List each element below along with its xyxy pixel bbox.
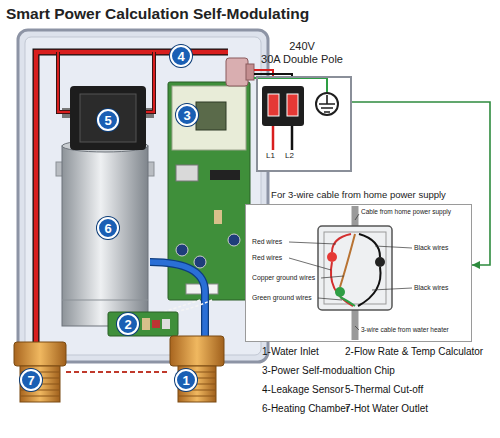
breaker-switch — [262, 86, 304, 126]
callout-text: 7 — [27, 374, 34, 387]
legend-item: 2-Flow Rate & Temp Calculator — [345, 346, 483, 358]
part-label: L2 — [285, 151, 294, 160]
legend-item: 4-Leakage Sensor — [262, 384, 344, 396]
part-label: Copper ground wires — [252, 274, 315, 282]
junction-box — [318, 226, 392, 310]
callout-number: 6 — [97, 217, 119, 239]
wire-outline — [58, 52, 70, 112]
wire-nut — [375, 257, 385, 267]
ground-wire — [254, 78, 327, 93]
outlet-nut — [14, 342, 66, 366]
connector-path — [352, 102, 490, 265]
legend-item: 7-Hot Water Outlet — [345, 403, 428, 415]
inset-frame — [245, 204, 472, 342]
resistor — [162, 319, 170, 329]
leader-lines — [289, 214, 412, 330]
callout-number: 3 — [176, 104, 198, 126]
heater-housing — [18, 30, 268, 362]
capacitor — [194, 256, 206, 268]
l1-wire — [272, 126, 275, 150]
thread-lines — [178, 372, 216, 396]
relay — [176, 165, 198, 181]
red-wire — [58, 52, 70, 112]
breaker-rating: 240V — [252, 40, 352, 53]
chamber-band — [62, 300, 148, 301]
legend-item: 6-Heating Chamber — [262, 403, 349, 415]
callout-text: 2 — [124, 318, 131, 331]
legend-item: 3-Power Self-modualtion Chip — [262, 365, 395, 377]
callout-number: 7 — [20, 369, 42, 391]
part-label: L1 — [266, 151, 275, 160]
strain-relief-nut — [246, 64, 254, 80]
cutoff-core — [80, 94, 136, 142]
legend-item: 5-Thermal Cut-off — [345, 384, 423, 396]
callout-number: 4 — [170, 45, 192, 67]
inlet-nut — [170, 336, 224, 366]
green-wire — [340, 297, 355, 306]
callout-text: 1 — [182, 374, 189, 387]
part-label: Black wires — [414, 284, 448, 292]
resistor — [152, 320, 160, 328]
part-label: Black wires — [414, 244, 448, 252]
legend-item: 1-Water Inlet — [262, 346, 319, 358]
connector-line — [352, 102, 490, 269]
callout-text: 4 — [177, 50, 184, 63]
junction-rim — [324, 232, 386, 304]
callout-text: 6 — [104, 222, 111, 235]
capacitor — [228, 234, 240, 246]
callout-number: 1 — [175, 369, 197, 391]
ground-symbol — [316, 93, 338, 115]
sensor-wire — [160, 300, 200, 313]
callout-text: 3 — [183, 109, 190, 122]
capacitor — [176, 244, 188, 256]
breaker-fill — [256, 76, 352, 172]
black-wire — [359, 234, 380, 257]
callout-text: 5 — [104, 114, 111, 127]
modulation-chip — [196, 102, 226, 130]
part-label: Red wires — [252, 238, 282, 246]
ground-lines — [319, 95, 335, 112]
outlet-thread — [20, 366, 60, 402]
heating-chamber — [62, 146, 148, 326]
sensor-cable — [66, 371, 170, 373]
wire-outline — [146, 52, 154, 112]
chip-area — [172, 86, 246, 150]
wire-nut — [335, 287, 345, 297]
breaker-toggle — [287, 94, 298, 116]
strain-relief — [226, 58, 248, 86]
part-label: Cable from home power supply — [361, 208, 451, 215]
callout-number: 5 — [97, 109, 119, 131]
heater-cable — [352, 306, 359, 340]
sensor-wire — [170, 300, 212, 313]
resistor — [214, 210, 222, 224]
callout-number: 2 — [117, 313, 139, 335]
arrow-head — [472, 261, 480, 269]
wire-nut — [327, 252, 337, 262]
copper-wire — [340, 234, 355, 287]
part-label: Green ground wires — [252, 294, 312, 302]
breaker-rating: 30A Double Pole — [252, 53, 352, 66]
part-label: Red wires — [252, 254, 282, 262]
part-label: 3-wire cable from water heater — [361, 326, 449, 333]
l2-wire — [291, 126, 294, 150]
inset-heading: For 3-wire cable from home power supply — [245, 188, 472, 202]
red-wire — [332, 234, 351, 252]
ic-chip — [210, 170, 240, 180]
diagram-title: Smart Power Calculation Self-Modulating — [6, 5, 309, 23]
resistor — [142, 318, 150, 330]
breaker-toggle — [268, 94, 279, 116]
thermal-cutoff — [70, 86, 146, 150]
housing-panel — [25, 37, 261, 355]
inset-fill — [245, 204, 472, 342]
black-wire — [358, 267, 381, 306]
sensor-board — [108, 312, 178, 336]
red-wire — [146, 52, 154, 112]
